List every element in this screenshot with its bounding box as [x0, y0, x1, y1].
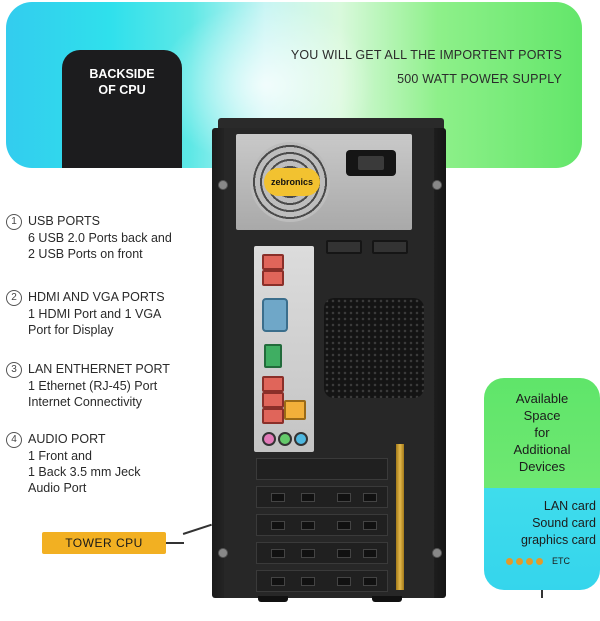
- backside-line2: OF CPU: [98, 83, 146, 97]
- feature-number: 3: [6, 362, 22, 378]
- device-item: graphics card: [520, 533, 596, 547]
- dot-icon: [526, 557, 533, 565]
- pci-slot-cover: [256, 514, 388, 536]
- usb-port-icon: [262, 270, 284, 286]
- case-slot: [372, 240, 408, 254]
- screw-icon: [218, 180, 228, 190]
- pci-slot-cover: [256, 570, 388, 592]
- case-foot: [258, 596, 288, 602]
- feature-title: HDMI AND VGA PORTS: [28, 290, 165, 304]
- callout-pointer-line: [541, 590, 543, 598]
- screw-icon: [432, 548, 442, 558]
- feature-desc: 1 Front and 1 Back 3.5 mm Jeck Audio Por…: [28, 448, 141, 496]
- device-item: Sound card: [532, 516, 596, 530]
- available-space-line: Available: [515, 391, 569, 406]
- hdmi-port-icon: [264, 344, 282, 368]
- pci-slot-cover: [256, 542, 388, 564]
- feature-desc-line: Port for Display: [28, 323, 114, 337]
- feature-title: LAN ENTHERNET PORT: [28, 362, 170, 376]
- feature-desc: 1 HDMI Port and 1 VGA Port for Display: [28, 306, 161, 338]
- dot-icon: [506, 557, 513, 565]
- backside-label-box: BACKSIDE OF CPU: [62, 50, 182, 168]
- expansion-bracket: [396, 444, 404, 590]
- available-space-line: for: [534, 425, 550, 440]
- feature-desc-line: 1 HDMI Port and 1 VGA: [28, 307, 162, 321]
- tower-pointer-line: [166, 542, 184, 544]
- vga-port-icon: [262, 298, 288, 332]
- psu-brand-badge: zebronics: [264, 168, 320, 196]
- feature-desc-line: Audio Port: [28, 481, 87, 495]
- pci-slot-cover: [256, 458, 388, 480]
- rear-fan-vent: [324, 298, 424, 398]
- case-slot: [326, 240, 362, 254]
- usb-port-icon: [262, 392, 284, 408]
- etc-label: ETC: [552, 556, 570, 566]
- feature-desc-line: 6 USB 2.0 Ports back and: [28, 231, 172, 245]
- audio-jack-icon: [278, 432, 292, 446]
- usb-port-icon: [262, 376, 284, 392]
- usb-port-icon: [262, 254, 284, 270]
- dot-icon: [516, 557, 523, 565]
- available-space-line: Additional: [513, 442, 571, 457]
- power-socket-icon: [346, 150, 396, 176]
- feature-number: 1: [6, 214, 22, 230]
- dot-icon: [536, 557, 543, 565]
- available-space-text: Available Space for Additional Devices: [484, 390, 600, 475]
- banner-line-ports: YOU WILL GET ALL THE IMPORTENT PORTS: [290, 48, 562, 62]
- tower-cpu-label: TOWER CPU: [42, 532, 166, 554]
- feature-desc-line: 1 Front and: [28, 449, 92, 463]
- usb-port-icon: [262, 408, 284, 424]
- feature-desc-line: 1 Ethernet (RJ-45) Port: [28, 379, 158, 393]
- available-space-line: Space: [523, 408, 561, 423]
- lan-port-icon: [284, 400, 306, 420]
- feature-title: USB PORTS: [28, 214, 101, 228]
- feature-desc-line: Internet Connectivity: [28, 395, 142, 409]
- backside-line1: BACKSIDE: [89, 67, 155, 81]
- screw-icon: [432, 180, 442, 190]
- case-foot: [372, 596, 402, 602]
- feature-title: AUDIO PORT: [28, 432, 106, 446]
- audio-jack-icon: [262, 432, 276, 446]
- feature-desc-line: 1 Back 3.5 mm Jeck: [28, 465, 141, 479]
- device-item: LAN card: [543, 499, 596, 513]
- case-top: [218, 118, 444, 130]
- feature-number: 4: [6, 432, 22, 448]
- available-space-line: Devices: [518, 459, 566, 474]
- feature-number: 2: [6, 290, 22, 306]
- etc-row: ETC: [506, 556, 570, 566]
- feature-desc: 1 Ethernet (RJ-45) Port Internet Connect…: [28, 378, 157, 410]
- device-list: LAN card Sound card graphics card: [484, 498, 596, 549]
- banner-line-power: 500 WATT POWER SUPPLY: [397, 72, 562, 86]
- audio-jack-icon: [294, 432, 308, 446]
- screw-icon: [218, 548, 228, 558]
- pci-slot-cover: [256, 486, 388, 508]
- additional-devices-box: Available Space for Additional Devices L…: [484, 378, 600, 590]
- feature-desc: 6 USB 2.0 Ports back and 2 USB Ports on …: [28, 230, 172, 262]
- feature-desc-line: 2 USB Ports on front: [28, 247, 143, 261]
- tower-pointer-line: [182, 523, 212, 535]
